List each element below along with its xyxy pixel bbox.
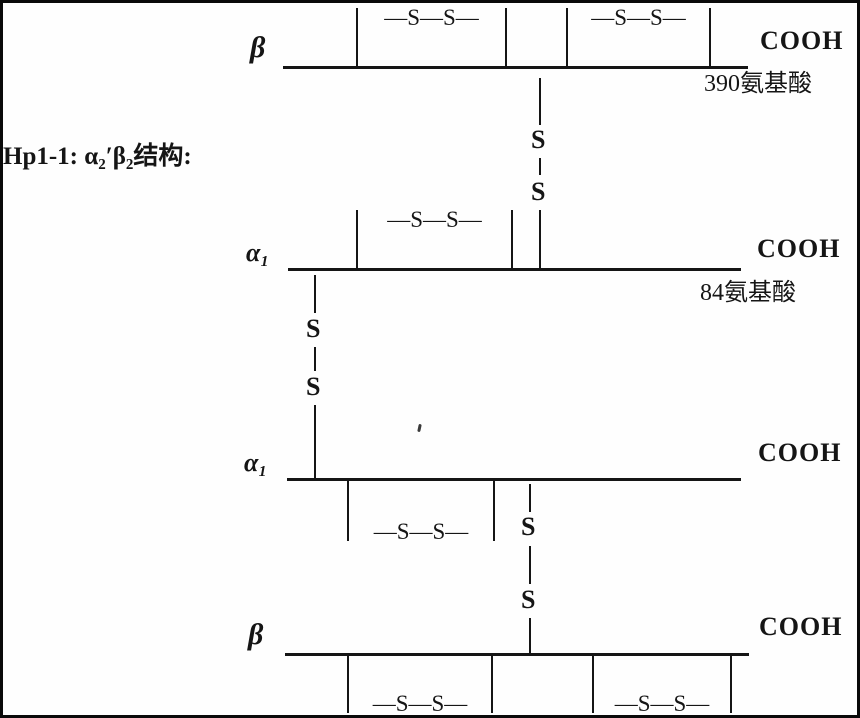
sulfur-label: S [531,125,546,154]
disulfide-loop-beta-top-2: —S—S— [566,5,711,66]
disulfide-bridge-segment [539,78,541,125]
alpha1-lower-cooh-label: COOH [758,438,842,467]
disulfide-loop-label: —S—S— [372,691,468,716]
beta-bottom-chain-line [285,653,749,656]
disulfide-loop-alpha1-lower: —S—S— [347,481,495,544]
disulfide-loop-beta-top-1: —S—S— [356,5,507,66]
disulfide-bridge-segment [529,546,531,584]
disulfide-loop-beta-bottom-2: —S—S— [592,656,732,716]
stray-ink-mark [417,423,422,433]
alpha1-upper-chain-label: α₁ [246,238,270,267]
disulfide-bridge-segment [314,347,316,371]
alpha1-upper-chain-line [288,268,741,271]
beta-bottom-chain-label: β [248,618,264,651]
disulfide-loop-alpha1-upper: —S—S— [356,207,513,268]
sulfur-label: S [531,177,546,206]
beta-top-chain-label: β [250,31,266,64]
disulfide-bridge-segment [529,618,531,653]
alpha1-lower-chain-line [287,478,741,481]
disulfide-loop-label: —S—S— [614,691,710,716]
disulfide-loop-beta-bottom-1: —S—S— [347,656,493,716]
beta-top-chain-line [283,66,748,69]
sulfur-label: S [306,314,321,343]
disulfide-bridge-segment [314,275,316,313]
alpha1-upper-cooh-label: COOH [757,234,841,263]
sulfur-label: S [306,372,321,401]
disulfide-bridge-segment [539,158,541,175]
alpha1-upper-length-label: 84氨基酸 [700,280,796,306]
beta-bottom-cooh-label: COOH [759,612,843,641]
structure-title: Hp1-1: α₂′β₂结构: [3,143,192,170]
beta-top-length-label: 390氨基酸 [704,71,812,97]
disulfide-loop-label: —S—S— [591,5,686,30]
alpha1-lower-chain-label: α₁ [244,448,268,477]
disulfide-bridge-segment [314,405,316,478]
disulfide-bridge-segment [529,484,531,512]
sulfur-label: S [521,512,536,541]
disulfide-bridge-segment [539,210,541,268]
sulfur-label: S [521,585,536,614]
beta-top-cooh-label: COOH [760,26,844,55]
disulfide-loop-label: —S—S— [373,519,469,544]
disulfide-loop-label: —S—S— [387,207,482,232]
disulfide-loop-label: —S—S— [384,5,479,30]
